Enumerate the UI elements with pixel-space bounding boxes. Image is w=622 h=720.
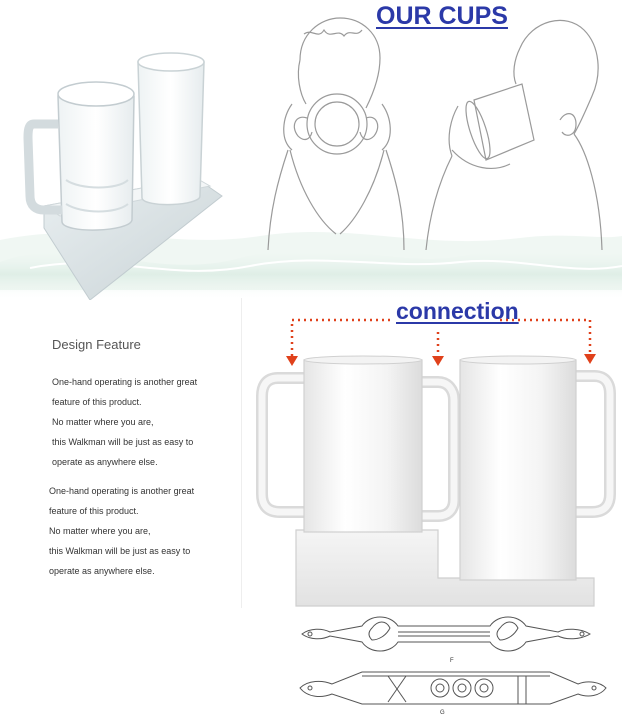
drawing-bottom-piece (299, 671, 607, 705)
drawing-mark-bottom: G (440, 710, 445, 716)
feature-text-line: this Walkman will be just as easy to (49, 546, 191, 556)
drawing-top-piece (301, 616, 591, 652)
hero-band (0, 0, 622, 300)
section-divider (241, 298, 242, 608)
technical-drawing: F G (290, 610, 612, 716)
feature-text-line: One-hand operating is another great (52, 377, 198, 387)
feature-text-line: feature of this product. (52, 397, 142, 407)
glass-mugs-render (23, 52, 223, 300)
feature-text-line: One-hand operating is another great (49, 486, 195, 496)
hero-illustration (0, 17, 622, 300)
connector-handle (420, 376, 460, 522)
connection-label: connection (396, 298, 519, 324)
feature-text-line: operate as anywhere else. (49, 566, 155, 576)
right-cup-body (459, 359, 577, 581)
left-cup-body (303, 359, 423, 533)
feature-text-line: operate as anywhere else. (52, 457, 158, 467)
connection-arrows (290, 318, 592, 358)
page-title: OUR CUPS (376, 2, 508, 30)
cup-connection-diagram (256, 318, 616, 607)
feature-text-line: No matter where you are, (49, 526, 151, 536)
feature-text-line: No matter where you are, (52, 417, 154, 427)
person-drinking-side-sketch (425, 19, 603, 251)
feature-text-line: feature of this product. (49, 506, 139, 516)
feature-text-line: this Walkman will be just as easy to (52, 437, 194, 447)
person-drinking-front-sketch (267, 17, 405, 251)
drawing-mark-top: F (450, 658, 454, 664)
right-cup-handle (574, 370, 616, 518)
design-feature-heading: Design Feature (52, 337, 141, 352)
cup-tray (295, 529, 595, 607)
arrow-heads (286, 354, 596, 366)
left-cup-handle (256, 372, 306, 518)
handle-pattern-drawing: F G (299, 616, 607, 716)
